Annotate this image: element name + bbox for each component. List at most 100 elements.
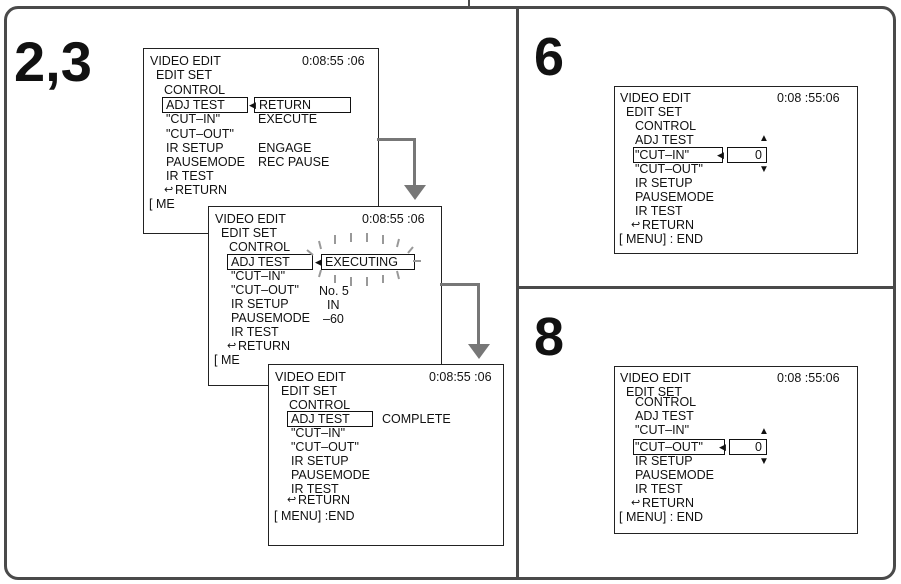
menu-item-adj-test: ADJ TEST	[231, 255, 290, 269]
option-execute: EXECUTE	[258, 112, 318, 126]
time-code: 0:08:55 :06	[429, 370, 492, 384]
return-arrow-icon: ↩	[164, 184, 174, 196]
menu-item-return: RETURN	[642, 496, 695, 510]
screen-title: VIDEO EDIT	[620, 371, 691, 385]
option-executing: EXECUTING	[325, 255, 398, 269]
down-arrow-icon: ▼	[759, 164, 769, 175]
flow-arrow-1-vertical	[413, 138, 416, 188]
menu-item-ir-test: IR TEST	[635, 482, 683, 496]
status-complete: COMPLETE	[382, 412, 451, 426]
time-code: 0:08 :55:06	[777, 371, 840, 385]
return-arrow-icon: ↩	[227, 340, 237, 352]
menu-item-ir-setup: IR SETUP	[291, 454, 349, 468]
menu-item-return: RETURN	[642, 218, 695, 232]
vertical-divider	[516, 9, 519, 577]
menu-item-cut-out: "CUT–OUT"	[231, 283, 299, 297]
time-code: 0:08:55 :06	[362, 212, 425, 226]
menu-item-return: RETURN	[175, 183, 228, 197]
horizontal-divider	[519, 286, 893, 289]
menu-item-ir-setup: IR SETUP	[166, 141, 224, 155]
up-arrow-icon: ▲	[759, 133, 769, 144]
flow-arrow-1-head-icon	[404, 185, 426, 200]
step-label-6: 6	[534, 27, 565, 87]
screen-footer: [ MENU] : END	[619, 232, 704, 246]
flow-arrow-2-vertical	[477, 283, 480, 347]
flow-arrow-2-horizontal	[440, 283, 479, 286]
menu-item-pausemode: PAUSEMODE	[635, 468, 714, 482]
step-label-2-3: 2,3	[14, 30, 92, 93]
screen-footer: [ ME	[214, 353, 240, 367]
step-label-8: 8	[534, 307, 565, 367]
menu-item-ir-setup: IR SETUP	[635, 176, 693, 190]
menu-item-pausemode: PAUSEMODE	[166, 155, 245, 169]
menu-item-control: CONTROL	[229, 240, 291, 254]
time-code: 0:08 :55:06	[777, 91, 840, 105]
selection-box-adj-test	[287, 411, 373, 427]
outer-frame	[4, 6, 896, 580]
menu-item-edit-set: EDIT SET	[626, 385, 683, 399]
screen-footer: [ MENU] : END	[619, 510, 704, 524]
menu-item-pausemode: PAUSEMODE	[231, 311, 310, 325]
menu-item-control: CONTROL	[164, 83, 226, 97]
menu-item-control: CONTROL	[289, 398, 351, 412]
menu-item-ir-setup: IR SETUP	[635, 454, 693, 468]
pointer-arrow-icon: ◀	[719, 442, 726, 452]
selection-box-adj-test	[227, 254, 313, 270]
value-box	[729, 439, 767, 455]
value-in: IN	[327, 298, 340, 312]
menu-item-cut-in: "CUT–IN"	[635, 148, 690, 162]
up-arrow-icon: ▲	[759, 426, 769, 437]
menu-item-ir-test: IR TEST	[291, 482, 339, 496]
flow-arrow-1-horizontal	[377, 138, 415, 141]
cut-in-value: 0	[755, 148, 762, 162]
menu-item-edit-set: EDIT SET	[626, 105, 683, 119]
screen-title: VIDEO EDIT	[215, 212, 286, 226]
menu-item-return: RETURN	[298, 493, 351, 507]
selection-box-cut-out	[633, 439, 725, 455]
blinking-rays-icon	[306, 233, 421, 286]
menu-item-ir-setup: IR SETUP	[231, 297, 289, 311]
menu-item-adj-test: ADJ TEST	[635, 409, 694, 423]
menu-item-cut-out: "CUT–OUT"	[635, 162, 703, 176]
menu-item-ir-test: IR TEST	[231, 325, 279, 339]
menu-item-control: CONTROL	[635, 119, 697, 133]
menu-item-edit-set: EDIT SET	[156, 68, 213, 82]
menu-item-cut-in: "CUT–IN"	[291, 426, 346, 440]
menu-item-edit-set: EDIT SET	[221, 226, 278, 240]
menu-item-cut-in: "CUT–IN"	[635, 423, 690, 437]
value-engage: ENGAGE	[258, 141, 312, 155]
value-no5: No. 5	[319, 284, 349, 298]
menu-item-adj-test: ADJ TEST	[166, 98, 225, 112]
return-arrow-icon: ↩	[631, 497, 641, 509]
value-minus60: –60	[323, 312, 344, 326]
menu-screen-executing: VIDEO EDIT 0:08:55 :06 EDIT SET CONTROL …	[208, 206, 442, 386]
menu-item-cut-in: "CUT–IN"	[231, 269, 286, 283]
pointer-arrow-icon: ◀	[717, 150, 724, 160]
return-arrow-icon: ↩	[287, 494, 297, 506]
cut-out-value: 0	[755, 440, 762, 454]
option-return: RETURN	[259, 98, 312, 112]
screen-footer: [ ME	[149, 197, 175, 211]
flow-arrow-2-head-icon	[468, 344, 490, 359]
pointer-arrow-icon: ◀	[249, 100, 256, 110]
value-rec-pause: REC PAUSE	[258, 155, 330, 169]
menu-item-cut-out: "CUT–OUT"	[166, 127, 234, 141]
selection-box-adj-test	[162, 97, 248, 113]
pointer-arrow-icon: ◀	[315, 257, 322, 267]
menu-item-ir-test: IR TEST	[166, 169, 214, 183]
menu-screen-complete: VIDEO EDIT 0:08:55 :06 EDIT SET CONTROL …	[268, 364, 504, 546]
screen-title: VIDEO EDIT	[620, 91, 691, 105]
menu-item-ir-test: IR TEST	[635, 204, 683, 218]
top-connector	[468, 0, 470, 8]
menu-screen-cut-out: VIDEO EDIT 0:08 :55:06 EDIT SET CONTROL …	[614, 366, 858, 534]
menu-item-cut-out: "CUT–OUT"	[291, 440, 359, 454]
return-arrow-icon: ↩	[631, 219, 641, 231]
menu-item-cut-in: "CUT–IN"	[166, 112, 221, 126]
menu-item-adj-test: ADJ TEST	[291, 412, 350, 426]
menu-item-adj-test: ADJ TEST	[635, 133, 694, 147]
menu-item-pausemode: PAUSEMODE	[291, 468, 370, 482]
down-arrow-icon: ▼	[759, 456, 769, 467]
screen-footer: [ MENU] :END	[274, 509, 355, 523]
menu-item-cut-out: "CUT–OUT"	[635, 440, 703, 454]
menu-item-pausemode: PAUSEMODE	[635, 190, 714, 204]
